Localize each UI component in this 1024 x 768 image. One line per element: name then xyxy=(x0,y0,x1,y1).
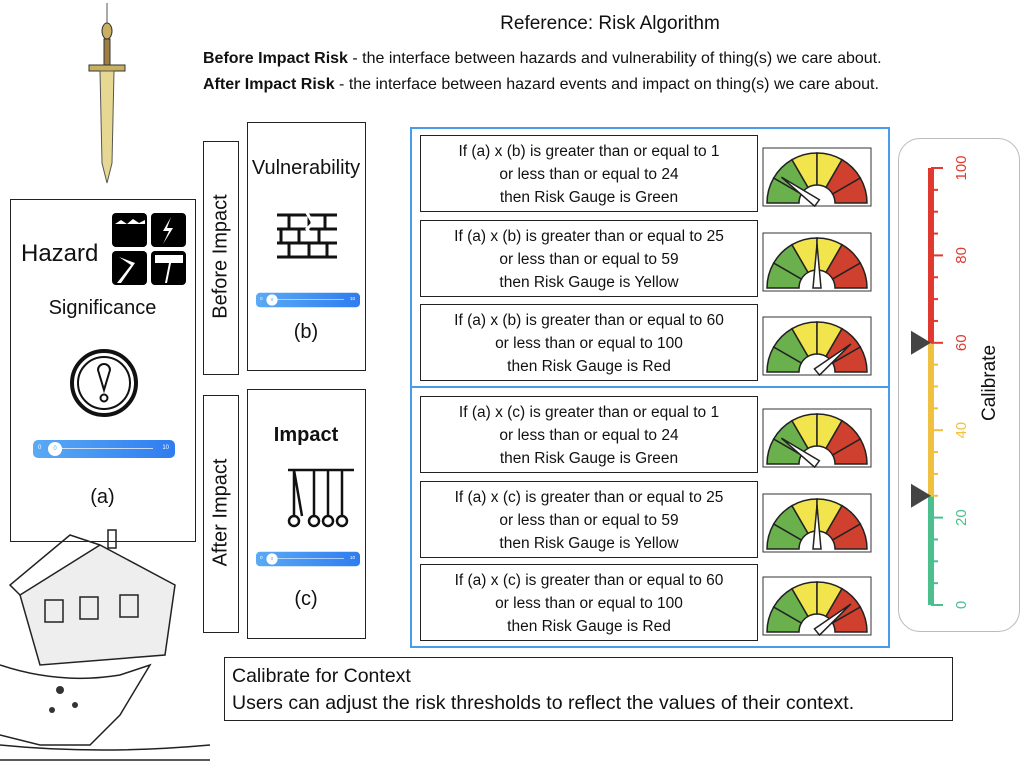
calibrate-panel xyxy=(898,138,1020,632)
hazard-title: Hazard xyxy=(21,240,99,267)
cracked-wall-icon xyxy=(277,212,337,259)
vulnerability-label: (b) xyxy=(293,321,319,343)
slider-max: 10 xyxy=(349,296,356,302)
rule-line: or less than or equal to 24 xyxy=(499,427,679,444)
calibrate-tick-label: 60 xyxy=(953,334,970,351)
calibrate-band xyxy=(928,342,934,496)
calibrate-tick-label: 100 xyxy=(953,155,970,180)
gauge-segment xyxy=(831,605,868,633)
definition-text: - the interface between hazards and vuln… xyxy=(347,50,882,67)
calibrate-tick-label: 20 xyxy=(953,509,970,526)
risk-gauge xyxy=(762,232,872,292)
gauge-needle xyxy=(813,603,852,636)
vulnerability-slider[interactable]: 0 0 10 xyxy=(256,292,360,308)
risk-gauge xyxy=(762,576,872,636)
gauge-segment xyxy=(831,176,868,204)
hazard-subtitle: Significance xyxy=(48,297,157,319)
rule-line: then Risk Gauge is Red xyxy=(507,618,671,635)
rule-line: If (a) x (b) is greater than or equal to… xyxy=(454,312,724,329)
definition-before: Before Impact Risk - the interface betwe… xyxy=(203,50,882,68)
rule-line: then Risk Gauge is Yellow xyxy=(499,274,679,291)
calibrate-tick-label: 0 xyxy=(953,601,970,609)
rule-line: If (a) x (b) is greater than or equal to… xyxy=(458,143,720,160)
before-impact-label: Before Impact xyxy=(209,194,232,319)
calibrate-tick-label: 80 xyxy=(953,247,970,264)
impact-label: (c) xyxy=(294,588,318,610)
before-impact-label-box: Before Impact xyxy=(203,141,239,375)
slider-max: 10 xyxy=(162,445,169,451)
risk-rule: If (a) x (b) is greater than or equal to… xyxy=(420,135,758,212)
gauge-needle xyxy=(812,243,822,289)
calibrate-band xyxy=(928,495,934,605)
impact-card: Impact 0 0 10 (c) xyxy=(247,389,366,639)
risk-rule: If (a) x (c) is greater than or equal to… xyxy=(420,396,758,473)
gauge-needle xyxy=(780,176,821,207)
vulnerability-card: Vulnerability 0 0 10 (b) xyxy=(247,122,366,371)
gauge-needle xyxy=(812,504,822,550)
house-on-cliff-illustration xyxy=(0,529,211,761)
rule-line: or less than or equal to 100 xyxy=(495,595,683,612)
warning-icon xyxy=(70,349,138,417)
significance-slider[interactable]: 0 0 10 xyxy=(33,440,175,458)
threshold-handle[interactable] xyxy=(911,330,931,355)
newtons-cradle-icon xyxy=(287,468,354,528)
note-text: Users can adjust the risk thresholds to … xyxy=(232,692,855,714)
rule-line: or less than or equal to 100 xyxy=(495,335,683,352)
risk-gauge xyxy=(762,147,872,207)
slider-min: 0 xyxy=(260,555,263,561)
rules-divider xyxy=(410,386,890,388)
rule-line: then Risk Gauge is Green xyxy=(499,450,679,467)
slider-min: 0 xyxy=(38,445,42,451)
slider-knob[interactable]: 0 xyxy=(266,553,278,565)
rule-line: or less than or equal to 24 xyxy=(499,166,679,183)
slider-max: 10 xyxy=(349,555,356,561)
rule-line: then Risk Gauge is Green xyxy=(499,189,679,206)
rule-line: If (a) x (c) is greater than or equal to… xyxy=(454,489,724,506)
definition-text: - the interface between hazard events an… xyxy=(334,76,879,93)
hazard-types-icon xyxy=(112,213,186,285)
rule-line: If (a) x (c) is greater than or equal to… xyxy=(458,404,720,421)
term: After Impact Risk xyxy=(203,76,335,93)
slider-knob[interactable]: 0 xyxy=(48,442,62,456)
hazard-label: (a) xyxy=(90,486,115,508)
rule-line: or less than or equal to 59 xyxy=(499,512,679,529)
rule-line: then Risk Gauge is Red xyxy=(507,358,671,375)
gauge-segment xyxy=(831,261,868,289)
vulnerability-title: Vulnerability xyxy=(251,157,361,179)
risk-gauge xyxy=(762,493,872,553)
after-impact-label-box: After Impact xyxy=(203,395,239,633)
risk-rule: If (a) x (c) is greater than or equal to… xyxy=(420,564,758,641)
calibrate-label: Calibrate xyxy=(979,344,1000,422)
slider-knob[interactable]: 0 xyxy=(266,294,278,306)
hazard-card: Hazard Significance 0 0 10 (a) xyxy=(10,199,196,542)
slider-min: 0 xyxy=(260,296,263,302)
calibrate-context-note: Calibrate for Context Users can adjust t… xyxy=(224,657,953,721)
gauge-needle xyxy=(813,343,852,376)
threshold-handle[interactable] xyxy=(911,483,931,508)
risk-rule: If (a) x (b) is greater than or equal to… xyxy=(420,304,758,381)
risk-rule: If (a) x (c) is greater than or equal to… xyxy=(420,481,758,558)
rule-line: If (a) x (b) is greater than or equal to… xyxy=(454,228,724,245)
page-title: Reference: Risk Algorithm xyxy=(500,13,720,34)
gauge-needle xyxy=(780,437,821,468)
impact-title: Impact xyxy=(273,424,339,446)
impact-slider[interactable]: 0 0 10 xyxy=(256,551,360,567)
sword-icon xyxy=(88,3,126,184)
gauge-segment xyxy=(831,522,868,550)
term: Before Impact Risk xyxy=(203,50,348,67)
calibrate-tick-label: 40 xyxy=(953,422,970,439)
risk-rule: If (a) x (b) is greater than or equal to… xyxy=(420,220,758,297)
rule-line: or less than or equal to 59 xyxy=(499,251,679,268)
note-title: Calibrate for Context xyxy=(232,665,411,687)
rule-line: then Risk Gauge is Yellow xyxy=(499,535,679,552)
gauge-segment xyxy=(831,345,868,373)
definition-after: After Impact Risk - the interface betwee… xyxy=(203,76,879,94)
rule-line: If (a) x (c) is greater than or equal to… xyxy=(454,572,724,589)
risk-gauge xyxy=(762,316,872,376)
risk-gauge xyxy=(762,408,872,468)
calibrate-scale[interactable]: 0 20 40 60 80 100 xyxy=(898,138,1020,632)
gauge-segment xyxy=(831,437,868,465)
